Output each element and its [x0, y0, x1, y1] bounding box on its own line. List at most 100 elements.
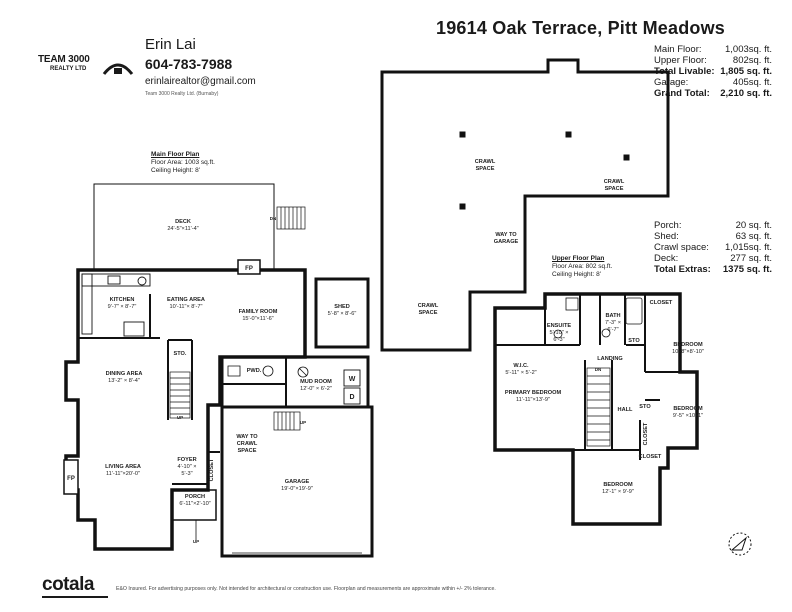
room-label-porch: PORCH: [185, 494, 205, 500]
plan-mark-dn: DN: [595, 367, 602, 372]
room-label-dining-line: 13'-2" × 8'-4": [108, 378, 140, 384]
room-label-eating-line: 10'-11"× 8'-7": [170, 304, 203, 310]
deck-stairs: [276, 206, 306, 230]
room-label-bedroom1: BEDROOM: [673, 342, 703, 348]
cotala-brand-text: cotala: [42, 574, 94, 595]
kitchen-counters: [81, 273, 151, 337]
room-label-shed: SHED: [334, 304, 350, 310]
extras-summary: Porch:20 sq. ft.Shed:63 sq. ft.Crawl spa…: [654, 220, 772, 275]
summary-row: Garage:405sq. ft.: [654, 77, 772, 88]
extras-row: Crawl space: 1,015sq. ft.: [654, 242, 772, 253]
extras-label: Total Extras:: [654, 264, 711, 275]
room-label-shed-line: 5'-8" × 8'-6": [328, 311, 357, 317]
porch-outline: [171, 489, 217, 521]
room-label-sto-u2: STO: [639, 404, 651, 410]
agent-brokerage: Team 3000 Realty Ltd. (Burnaby): [145, 91, 219, 97]
compass-icon: [728, 532, 752, 556]
room-label-crawl1-line: SPACE: [476, 166, 495, 172]
main-plan-title: Main Floor Plan: [151, 151, 200, 158]
summary-row: Upper Floor:802sq. ft.: [654, 55, 772, 66]
upper-plan-height: Ceiling Height: 8': [552, 271, 601, 278]
extras-row: Total Extras: 1375 sq. ft.: [654, 264, 772, 275]
crawl-space-walls: [380, 58, 670, 352]
room-label-mud: MUD ROOM: [300, 379, 332, 385]
room-label-ensuite: ENSUITE: [547, 323, 572, 329]
main-interior-walls: [78, 294, 220, 485]
property-address: 19614 Oak Terrace, Pitt Meadows: [436, 18, 726, 38]
room-label-eating: EATING AREA: [167, 297, 205, 303]
ensuite-shower-icon: [565, 297, 579, 311]
bath-tub-icon: [625, 297, 643, 325]
room-label-hall: HALL: [618, 407, 633, 413]
summary-value: 1,003sq. ft.: [724, 44, 772, 55]
bath-toilet-icon: [601, 328, 611, 338]
main-plan-height: Ceiling Height: 8': [151, 167, 200, 174]
logo-arch-icon: [102, 63, 134, 75]
logo-sub-text: REALTY LTD: [50, 66, 87, 72]
room-label-crawl2: CRAWL: [604, 179, 625, 185]
main-floor-walls: [64, 268, 307, 551]
room-label-foyer-line: 4'-10" ×: [177, 464, 196, 470]
summary-value: 2,210 sq. ft.: [720, 88, 772, 99]
extras-value: 1375 sq. ft.: [722, 264, 772, 275]
summary-value: 1,805 sq. ft.: [720, 66, 772, 77]
room-label-living-line: 11'-11"×20'-0": [106, 471, 140, 477]
room-label-bedroom2: BEDROOM: [673, 406, 703, 412]
room-label-crawl2-line: SPACE: [605, 186, 624, 192]
summary-row: Main Floor: 1,003sq. ft.: [654, 44, 772, 55]
plan-mark-up: UP: [177, 415, 183, 420]
room-label-wic-line: 5'-11" × 5'-2": [505, 370, 536, 376]
room-label-bath-line: 6'-7": [607, 327, 618, 333]
room-label-ensuite-line: 6'-3": [553, 337, 564, 343]
room-label-closet-u2: CLOSET: [643, 422, 649, 445]
room-label-bath-line: 7'-3" ×: [605, 320, 621, 326]
room-label-ensuite-line: 5'-10" ×: [549, 330, 568, 336]
summary-label: Grand Total:: [654, 88, 710, 99]
plan-mark-fp: FP: [245, 266, 253, 272]
upper-floor-walls: [493, 292, 699, 526]
agent-name: Erin Lai: [145, 36, 196, 53]
room-label-deck: DECK: [175, 219, 191, 225]
room-label-primary: PRIMARY BEDROOM: [505, 390, 562, 396]
summary-label: Upper Floor:: [654, 55, 707, 66]
extras-label: Deck:: [654, 253, 679, 264]
extras-row: Porch:20 sq. ft.: [654, 220, 772, 231]
garage-stairs: [273, 411, 301, 431]
room-label-crawl-way-line: SPACE: [238, 448, 257, 454]
room-label-sto-main: STO.: [174, 351, 187, 357]
team-3000-logo: TEAM 3000 REALTY LTD: [38, 52, 138, 82]
extras-value: 277 sq. ft.: [730, 253, 772, 264]
main-floor-plan-info: Main Floor Plan Floor Area: 1003 sq.ft. …: [151, 151, 215, 175]
room-label-bedroom1-line: 10'-8"×8'-10": [672, 349, 704, 355]
room-label-way-garage-line: GARAGE: [494, 239, 519, 245]
room-label-deck-line: 24'-5"×11'-4": [167, 226, 198, 232]
agent-email: erinlairealtor@gmail.com: [145, 76, 256, 87]
room-label-mud-line: 12'-0" × 6'-2": [300, 386, 332, 392]
room-label-bedroom2-line: 9'-5" ×10'-1": [673, 413, 703, 419]
extras-row: Shed:63 sq. ft.: [654, 231, 772, 242]
room-label-family-line: 15'-0"×11'-6": [242, 316, 273, 322]
extras-value: 63 sq. ft.: [735, 231, 772, 242]
shed-outline: [314, 277, 370, 349]
extras-row: Deck: 277 sq. ft.: [654, 253, 772, 264]
room-label-crawl1: CRAWL: [475, 159, 496, 165]
extras-value: 1,015sq. ft.: [724, 242, 772, 253]
room-label-closet-u3: CLOSET: [639, 454, 662, 460]
room-label-pwd: PWD.: [247, 368, 262, 374]
room-label-porch-line: 6'-11"×2'-10": [179, 501, 210, 507]
upper-stairs: [586, 367, 611, 447]
living-fireplace: [63, 459, 79, 495]
summary-row: Grand Total: 2,210 sq. ft.: [654, 88, 772, 99]
summary-label: Main Floor:: [654, 44, 702, 55]
room-label-crawl-way-line: CRAWL: [237, 441, 258, 447]
room-label-crawl3-line: SPACE: [419, 310, 438, 316]
extras-label: Crawl space:: [654, 242, 709, 253]
room-label-bath: BATH: [605, 313, 620, 319]
plan-mark-dn: DN: [270, 216, 277, 221]
pwd-toilet-icon: [262, 365, 274, 377]
room-label-way-garage: WAY TO: [495, 232, 517, 238]
garage-walls: [220, 405, 374, 558]
footer-disclaimer: E&O Insured. For advertising purposes on…: [116, 586, 496, 592]
